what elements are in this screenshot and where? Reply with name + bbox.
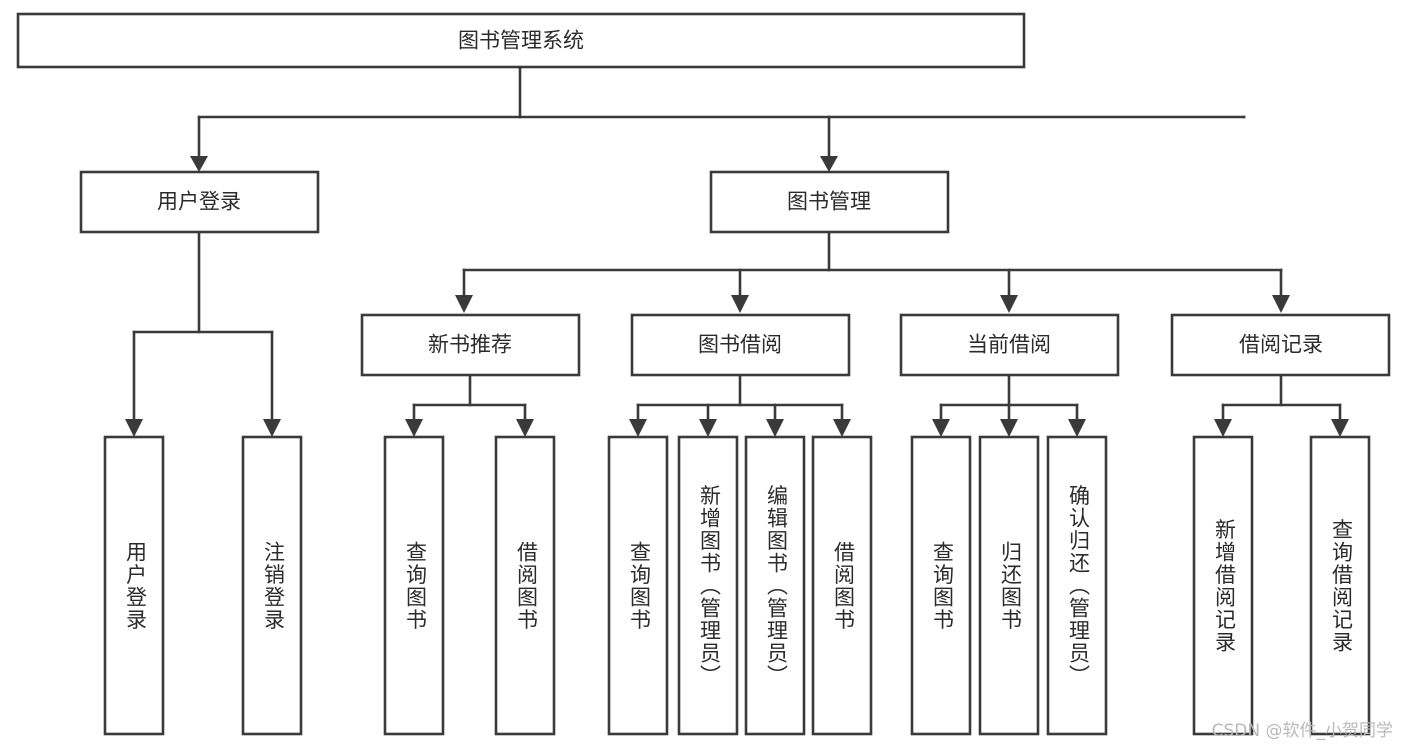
node-borrow-record-label: 借阅记录 <box>1239 334 1323 357</box>
arrowhead-record-leaf-0 <box>1214 419 1232 437</box>
leaf-user-login-1[interactable]: 注销登录 <box>241 435 303 736</box>
arrowhead-borrow-leaf-0 <box>629 419 647 437</box>
leaf-user-login-0[interactable]: 用户登录 <box>103 435 165 736</box>
leaf-current-borrow-2[interactable]: 确认归还（管理员） <box>1046 435 1108 736</box>
node-borrow-record[interactable]: 借阅记录 <box>1170 313 1391 377</box>
node-new-book-recommend-label: 新书推荐 <box>428 334 512 357</box>
leaf-book-borrow-1-label: 新增图书（管理员） <box>697 485 721 688</box>
node-new-book-recommend-box[interactable] <box>360 313 581 377</box>
node-root-label: 图书管理系统 <box>458 30 584 53</box>
node-new-book-recommend[interactable]: 新书推荐 <box>360 313 581 377</box>
leaf-new-book-recommend-0[interactable]: 查询图书 <box>383 435 445 736</box>
leaf-current-borrow-2-box[interactable] <box>1046 435 1108 736</box>
leaf-borrow-record-0-label: 新增借阅记录 <box>1212 519 1236 654</box>
arrowhead-userlogin-leaf-1 <box>263 419 281 437</box>
leaf-user-login-0-box[interactable] <box>103 435 165 736</box>
leaf-current-borrow-0[interactable]: 查询图书 <box>910 435 972 736</box>
node-user-login-label: 用户登录 <box>157 191 241 214</box>
arrowhead-level2-0 <box>455 295 473 313</box>
leaf-new-book-recommend-1[interactable]: 借阅图书 <box>494 435 556 736</box>
node-borrow-record-box[interactable] <box>1170 313 1391 377</box>
arrowhead-level2-3 <box>1272 295 1290 313</box>
connector-layer <box>125 65 1349 437</box>
leaf-borrow-record-1-box[interactable] <box>1309 435 1371 736</box>
arrowhead-level2-1 <box>731 295 749 313</box>
arrowhead-current-leaf-2 <box>1068 419 1086 437</box>
arrowhead-current-leaf-0 <box>932 419 950 437</box>
leaf-borrow-record-1[interactable]: 查询借阅记录 <box>1309 435 1371 736</box>
leaf-user-login-0-label: 用户登录 <box>123 541 147 631</box>
leaf-borrow-record-1-label: 查询借阅记录 <box>1329 519 1353 654</box>
leaf-borrow-record-0-box[interactable] <box>1192 435 1254 736</box>
leaf-user-login-1-label: 注销登录 <box>261 541 285 631</box>
node-root-system[interactable]: 图书管理系统 <box>16 12 1026 69</box>
leaf-user-login-1-box[interactable] <box>241 435 303 736</box>
leaf-current-borrow-0-box[interactable] <box>910 435 972 736</box>
node-current-borrow[interactable]: 当前借阅 <box>899 313 1120 377</box>
arrowhead-userlogin-leaf-0 <box>125 419 143 437</box>
leaf-current-borrow-0-label: 查询图书 <box>930 541 954 631</box>
arrowhead-level1-1 <box>820 156 838 172</box>
node-root-box[interactable] <box>16 12 1026 69</box>
node-book-management-box[interactable] <box>709 170 950 234</box>
node-book-borrow-box[interactable] <box>630 313 851 377</box>
leaf-book-borrow-0-label: 查询图书 <box>627 541 651 631</box>
leaf-book-borrow-1[interactable]: 新增图书（管理员） <box>677 435 739 736</box>
node-current-borrow-label: 当前借阅 <box>967 334 1051 357</box>
arrowhead-borrow-leaf-1 <box>699 419 717 437</box>
arrowhead-borrow-leaf-2 <box>766 419 784 437</box>
leaf-book-borrow-2[interactable]: 编辑图书（管理员） <box>744 435 806 736</box>
arrowhead-current-leaf-1 <box>1000 419 1018 437</box>
leaf-borrow-record-0[interactable]: 新增借阅记录 <box>1192 435 1254 736</box>
arrowhead-level1-0 <box>190 156 208 172</box>
arrowhead-record-leaf-1 <box>1331 419 1349 437</box>
leaf-book-borrow-3-label: 借阅图书 <box>831 541 855 631</box>
node-book-management[interactable]: 图书管理 <box>709 170 950 234</box>
node-book-borrow-label: 图书借阅 <box>698 334 782 357</box>
node-book-management-label: 图书管理 <box>787 191 871 214</box>
leaf-current-borrow-1-label: 归还图书 <box>998 541 1022 631</box>
node-user-login-box[interactable] <box>79 170 320 234</box>
leaf-new-book-recommend-1-label: 借阅图书 <box>514 541 538 631</box>
leaf-current-borrow-1[interactable]: 归还图书 <box>978 435 1040 736</box>
leaf-new-book-recommend-0-box[interactable] <box>383 435 445 736</box>
leaf-book-borrow-0-box[interactable] <box>607 435 669 736</box>
leaf-book-borrow-1-box[interactable] <box>677 435 739 736</box>
node-current-borrow-box[interactable] <box>899 313 1120 377</box>
leaf-book-borrow-2-label: 编辑图书（管理员） <box>764 485 788 688</box>
leaf-current-borrow-1-box[interactable] <box>978 435 1040 736</box>
node-user-login[interactable]: 用户登录 <box>79 170 320 234</box>
arrowhead-borrow-leaf-3 <box>833 419 851 437</box>
leaf-current-borrow-2-label: 确认归还（管理员） <box>1066 485 1090 688</box>
leaf-book-borrow-2-box[interactable] <box>744 435 806 736</box>
leaf-new-book-recommend-1-box[interactable] <box>494 435 556 736</box>
arrowhead-newbook-leaf-0 <box>405 419 423 437</box>
leaf-book-borrow-0[interactable]: 查询图书 <box>607 435 669 736</box>
leaf-book-borrow-3[interactable]: 借阅图书 <box>811 435 873 736</box>
arrowhead-level2-2 <box>1000 295 1018 313</box>
leaf-book-borrow-3-box[interactable] <box>811 435 873 736</box>
node-book-borrow[interactable]: 图书借阅 <box>630 313 851 377</box>
leaf-new-book-recommend-0-label: 查询图书 <box>403 541 427 631</box>
arrowhead-newbook-leaf-1 <box>516 419 534 437</box>
